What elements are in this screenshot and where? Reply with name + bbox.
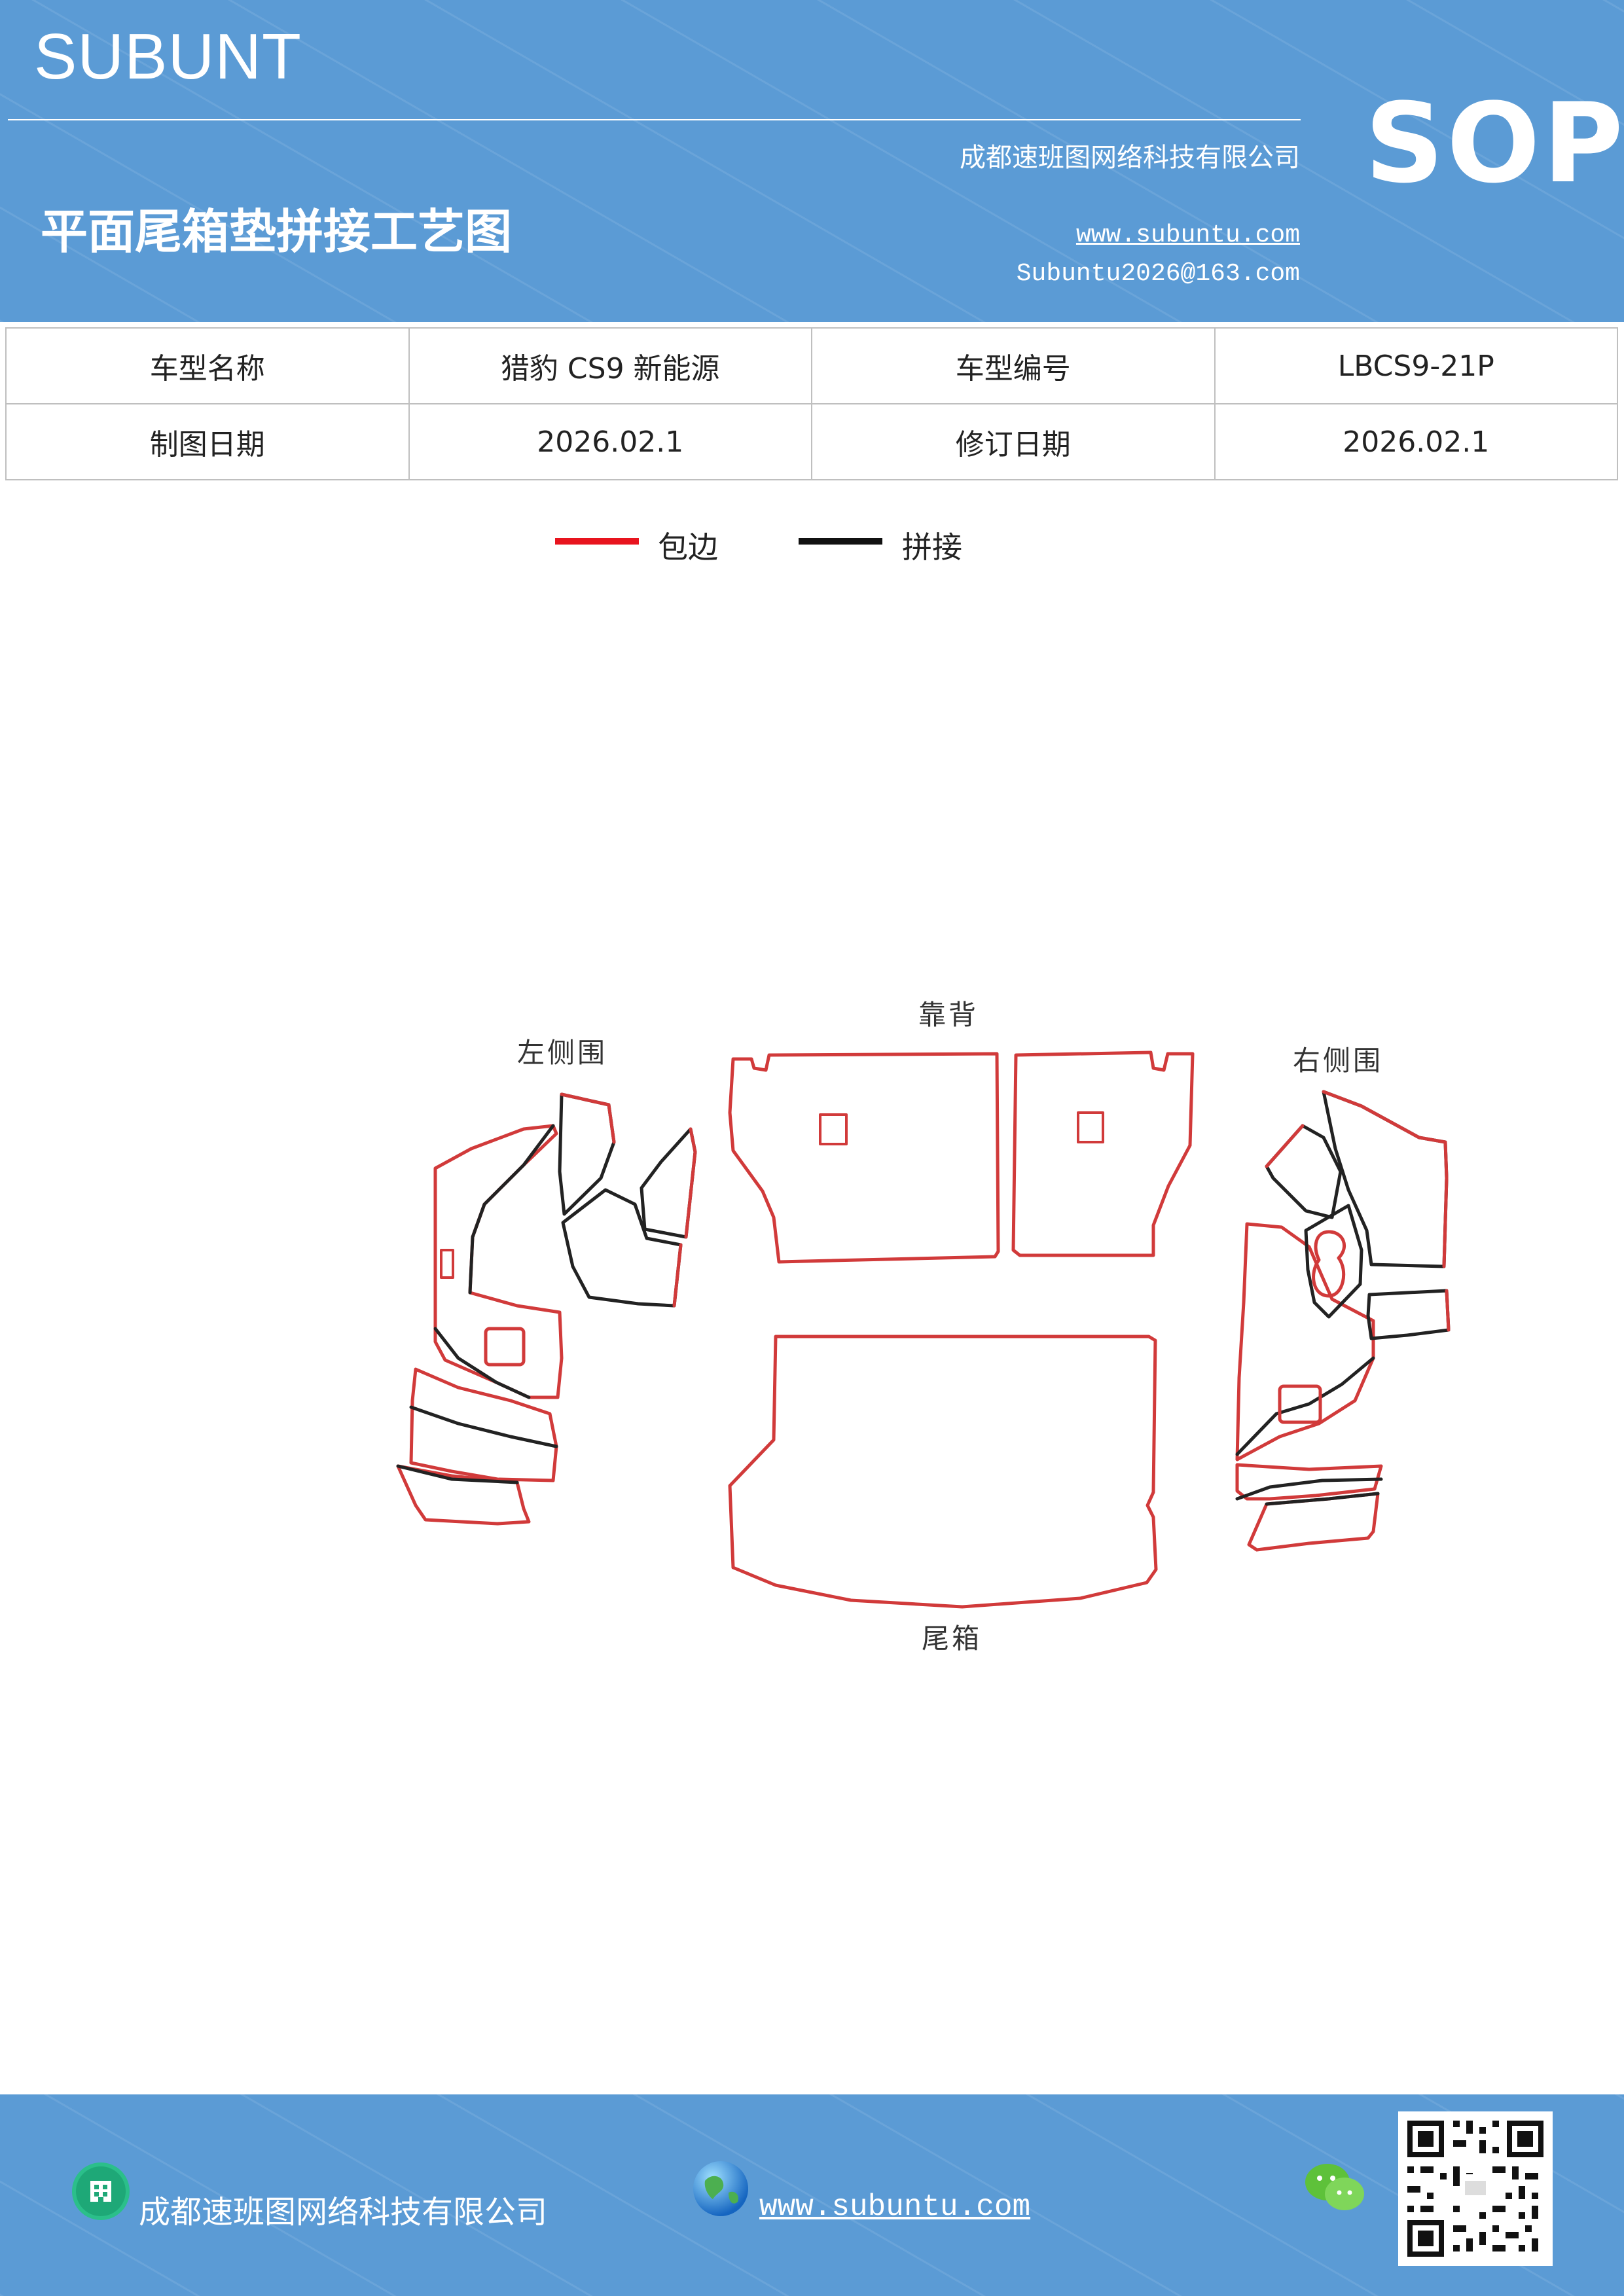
right-upper-piece-b-edge — [1265, 1124, 1305, 1168]
right-upper-piece-a-edge — [1322, 1090, 1449, 1268]
left-lower-piece-1 — [409, 1367, 558, 1482]
backrest-right-panel — [1011, 1050, 1195, 1257]
model-code-value: LBCS9-21P — [1214, 327, 1618, 404]
trunk-floor-outline — [728, 1335, 1158, 1609]
right-upper-piece-b — [1265, 1124, 1343, 1219]
backrest-left-cutout — [819, 1113, 848, 1145]
right-cupholder-piece — [1304, 1204, 1363, 1319]
draw-date-label: 制图日期 — [5, 403, 410, 480]
backrest-left-panel — [728, 1052, 1000, 1264]
left-side-panel — [396, 1092, 697, 1526]
wechat-icon — [1303, 2160, 1368, 2215]
right-lower-piece-1 — [1235, 1463, 1383, 1501]
left-seam-2 — [433, 1327, 531, 1399]
footer-website-link[interactable]: www.subuntu.com — [759, 2190, 1031, 2224]
building-icon — [71, 2161, 131, 2221]
backrest-right-outline — [1011, 1050, 1195, 1257]
mat-diagram — [396, 1050, 1451, 1609]
backrest-right-cutout — [1077, 1111, 1104, 1143]
legend-label-seam: 拼接 — [902, 529, 962, 565]
right-outer-edge — [1235, 1222, 1375, 1462]
left-upper-piece-b — [561, 1188, 683, 1308]
left-lower-piece-2 — [396, 1464, 531, 1526]
model-name-label: 车型名称 — [5, 327, 410, 404]
left-cutout-square — [484, 1327, 526, 1367]
left-lower-seam-2 — [396, 1464, 519, 1484]
label-right-side: 右侧围 — [1293, 1045, 1384, 1077]
right-seam-1 — [1235, 1356, 1375, 1456]
label-backrest: 靠背 — [918, 999, 979, 1031]
right-small-strip-edge — [1445, 1289, 1451, 1332]
sop-badge: SOP — [1365, 79, 1624, 207]
right-side-panel — [1235, 1090, 1451, 1552]
revision-date-label: 修订日期 — [811, 403, 1216, 480]
document-title: 平面尾箱垫拼接工艺图 — [41, 204, 513, 259]
header-divider — [8, 119, 1301, 120]
revision-date-value: 2026.02.1 — [1214, 403, 1618, 480]
trunk-floor-panel — [728, 1335, 1158, 1609]
right-lower-seam-2 — [1265, 1492, 1380, 1506]
backrest-left-outline — [728, 1052, 1000, 1264]
model-code-label: 车型编号 — [811, 327, 1216, 404]
table-row: 车型名称 猎豹 CS9 新能源 车型编号 LBCS9-21P — [5, 327, 1618, 404]
company-name: 成都速班图网络科技有限公司 — [960, 143, 1300, 173]
website-link[interactable]: www.subuntu.com — [1075, 221, 1300, 249]
label-trunk: 尾箱 — [922, 1623, 983, 1655]
qr-code — [1398, 2111, 1553, 2266]
vehicle-info-table: 车型名称 猎豹 CS9 新能源 车型编号 LBCS9-21P 制图日期 2026… — [5, 327, 1618, 480]
left-upper-piece-c-edge — [684, 1127, 697, 1239]
model-name-value: 猎豹 CS9 新能源 — [408, 327, 812, 404]
legend-swatch-seam — [799, 538, 882, 545]
legend: 包边 拼接 — [0, 524, 1624, 576]
right-cupholder-cutout — [1312, 1230, 1346, 1298]
left-cutout-small — [440, 1249, 454, 1279]
draw-date-value: 2026.02.1 — [408, 403, 812, 480]
header-banner: SUBUNT 成都速班图网络科技有限公司 平面尾箱垫拼接工艺图 www.subu… — [0, 0, 1624, 322]
label-left-side: 左侧围 — [517, 1037, 608, 1069]
left-lower-seam-1 — [409, 1405, 558, 1448]
legend-label-edge: 包边 — [658, 529, 718, 565]
right-lower-seam-1 — [1235, 1477, 1383, 1501]
right-lower-piece-2 — [1247, 1492, 1380, 1552]
left-seam-1 — [468, 1124, 555, 1295]
brand-name: SUBUNT — [34, 20, 302, 92]
left-upper-piece-a-edge — [560, 1092, 616, 1144]
email-address: Subuntu2026@163.com — [1016, 260, 1300, 288]
left-upper-piece-b-edge — [672, 1243, 683, 1308]
right-small-strip — [1366, 1289, 1451, 1340]
legend-swatch-edge — [555, 538, 639, 545]
left-upper-piece-a — [558, 1092, 616, 1216]
right-cutout-square — [1278, 1384, 1322, 1424]
globe-icon — [691, 2159, 751, 2219]
table-row: 制图日期 2026.02.1 修订日期 2026.02.1 — [5, 403, 1618, 480]
footer-company-name: 成都速班图网络科技有限公司 — [139, 2194, 548, 2231]
